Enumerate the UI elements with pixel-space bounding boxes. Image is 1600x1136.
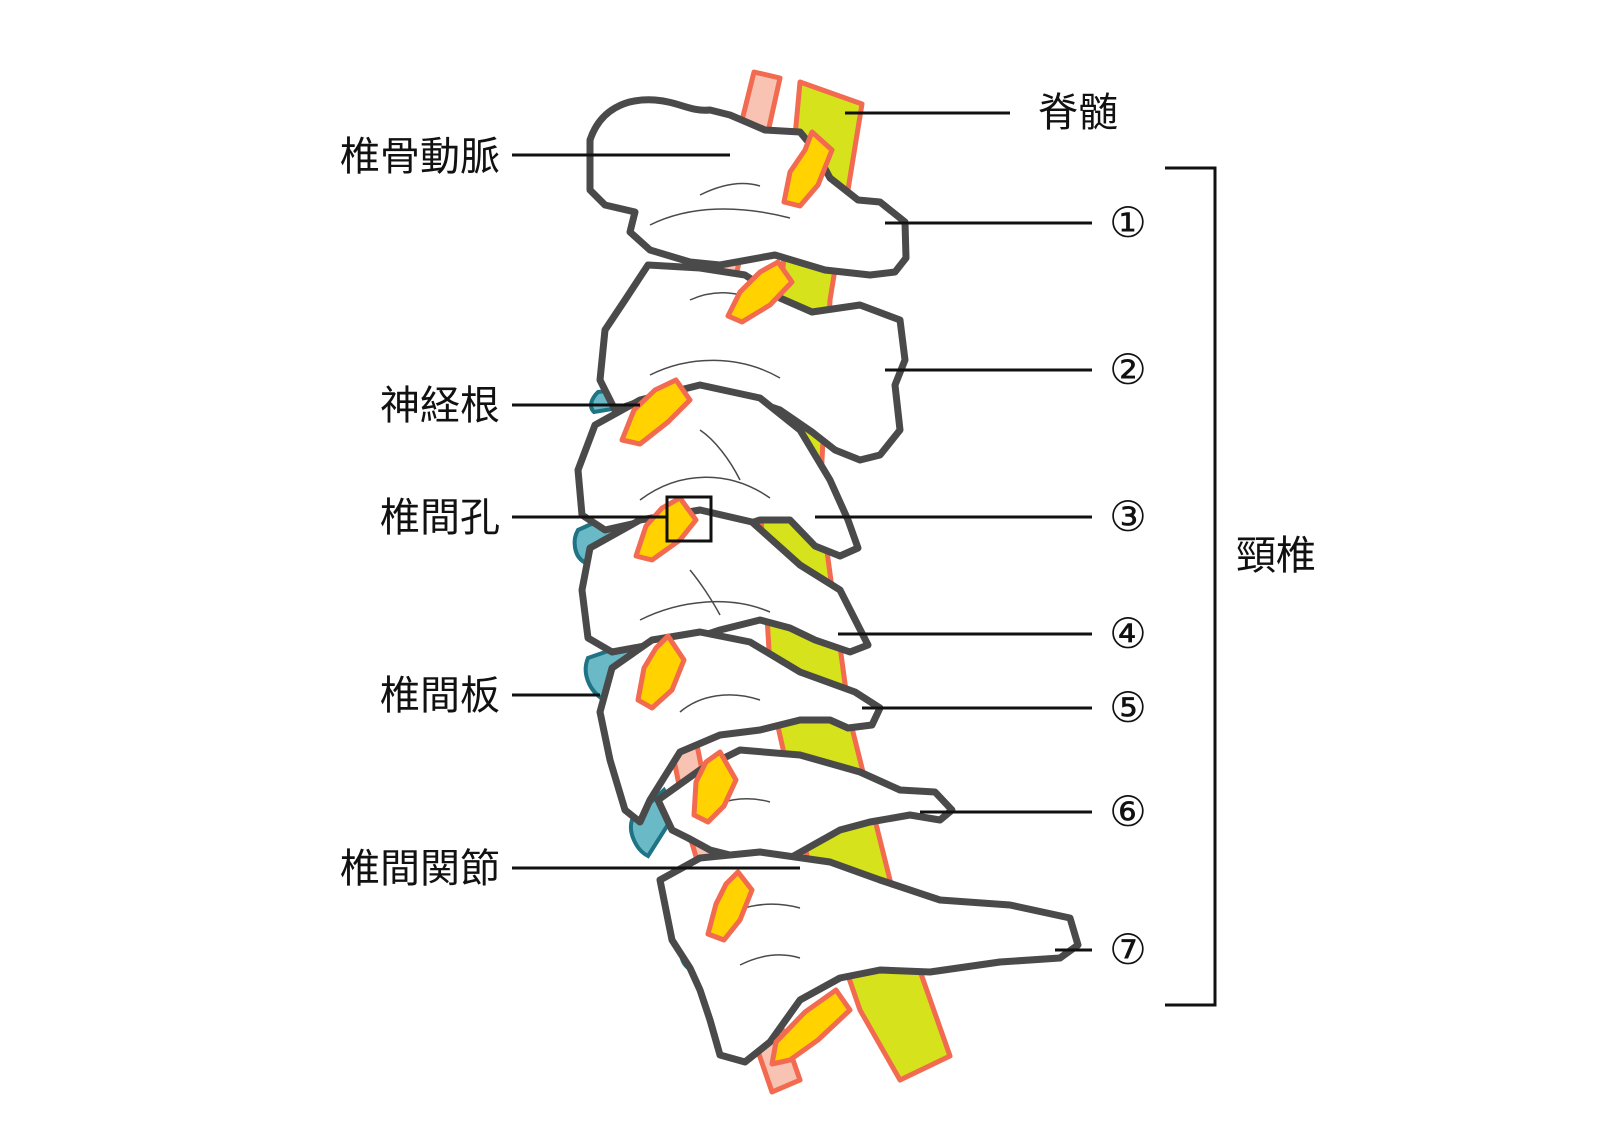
vertebra-number-6: ⑥ [1109, 787, 1147, 836]
vertebra-number-3: ③ [1109, 492, 1147, 541]
label-spinal-cord: 脊髄 [1038, 90, 1118, 136]
nerve-root-2 [725, 259, 795, 325]
vertebra-number-2: ② [1109, 345, 1147, 394]
vertebrae [574, 96, 1082, 1066]
nerve-root-7 [705, 869, 755, 943]
label-cervical-spine: 頸椎 [1236, 533, 1316, 579]
label-foramen: 椎間孔 [380, 495, 500, 541]
nerve-root-3 [619, 377, 693, 447]
vertebra-number-7: ⑦ [1109, 925, 1147, 974]
vertebra-number-5: ⑤ [1109, 683, 1147, 732]
cervical-bracket [1165, 166, 1217, 1007]
vertebra-c2 [596, 261, 909, 464]
vertebra-c1 [586, 96, 910, 279]
nerve-roots [619, 129, 853, 1067]
label-disc: 椎間板 [380, 673, 500, 719]
vertebra-number-4: ④ [1109, 609, 1147, 658]
vertebra-number-1: ① [1109, 198, 1147, 247]
bone-details [639, 182, 801, 966]
nerve-root-1 [781, 129, 835, 209]
label-nerve-root: 神経根 [380, 383, 500, 429]
leader-lines [512, 111, 1092, 952]
label-facet-joint: 椎間関節 [340, 846, 500, 892]
foramen-marker-box [665, 495, 713, 543]
nerve-root-5 [635, 633, 687, 711]
nerve-root-8 [769, 987, 853, 1067]
label-vertebral-artery: 椎骨動脈 [340, 134, 500, 180]
nerve-root-6 [691, 749, 739, 825]
